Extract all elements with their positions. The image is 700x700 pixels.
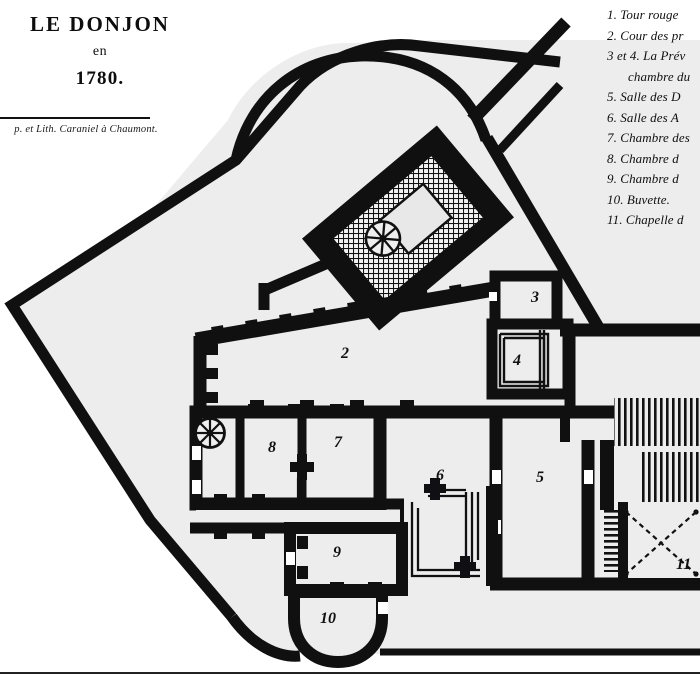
title-block: LE DONJON en 1780. p. et Lith. Caraniel … [0,12,200,135]
room-label-11: 11 [676,556,692,573]
outer-wall-line [4,39,561,621]
room-label-3: 3 [531,289,539,306]
tower-spur-wall [258,252,343,310]
tour-rouge-tower [302,125,514,331]
legend-item-11: 11. Chapelle d [607,212,684,227]
room-9-block [284,522,408,596]
legend-item-7: 7. Chambre des [607,130,690,145]
legend-item-2: 2. Cour des pr [607,27,684,43]
interior-fill-patches [560,416,614,510]
spiral-staircase-tower [364,220,402,257]
legend-item-8: 8. Chambre d [607,150,679,166]
room-label-7: 7 [334,434,342,451]
legend-item-1: 1. Tour rouge [607,7,679,22]
room-label-10: 10 [320,610,336,627]
legend-item-3: 3 et 4. La Prév [607,48,686,63]
room-4-block [486,318,574,400]
rooms-7-8-block [189,404,387,511]
room-label-2: 2 [341,345,349,362]
title-year: 1780. [75,68,125,89]
room-3-block [489,270,563,330]
frame-rule-bottom [0,672,700,674]
room-6-block [404,478,498,586]
right-colonnade-hatching [604,398,700,572]
imprint-credit: p. et Lith. Caraniel à Chaumont. [14,124,158,135]
legend-item-9: 9. Chambre d [607,171,679,186]
legend-item-10: 10. Buvette. [607,191,670,207]
title-divider [0,117,150,119]
room-label-5: 5 [536,469,544,486]
room-10-buvette [288,586,388,669]
lower-enclosure-wall [227,613,700,662]
legend-item-5: 5. Salle des D [607,89,681,104]
pier-cross-symbol [290,454,314,480]
room-label-9: 9 [333,544,341,561]
title-connector: en [92,44,108,59]
room-label-4: 4 [513,352,521,369]
spiral-staircase-rosette [194,417,226,449]
page-title: LE DONJON [30,12,170,36]
chapel-11-vaulting [618,502,700,582]
diagonal-curtain-wall [467,17,606,334]
legend-item-3b: chambre du [628,68,691,84]
room-label-6: 6 [436,467,444,484]
legend-item-6: 6. Salle des A [607,109,679,125]
room-label-8: 8 [268,439,276,456]
legend-list: 1. Tour rouge 2. Cour des pr 3 et 4. La … [607,8,700,234]
